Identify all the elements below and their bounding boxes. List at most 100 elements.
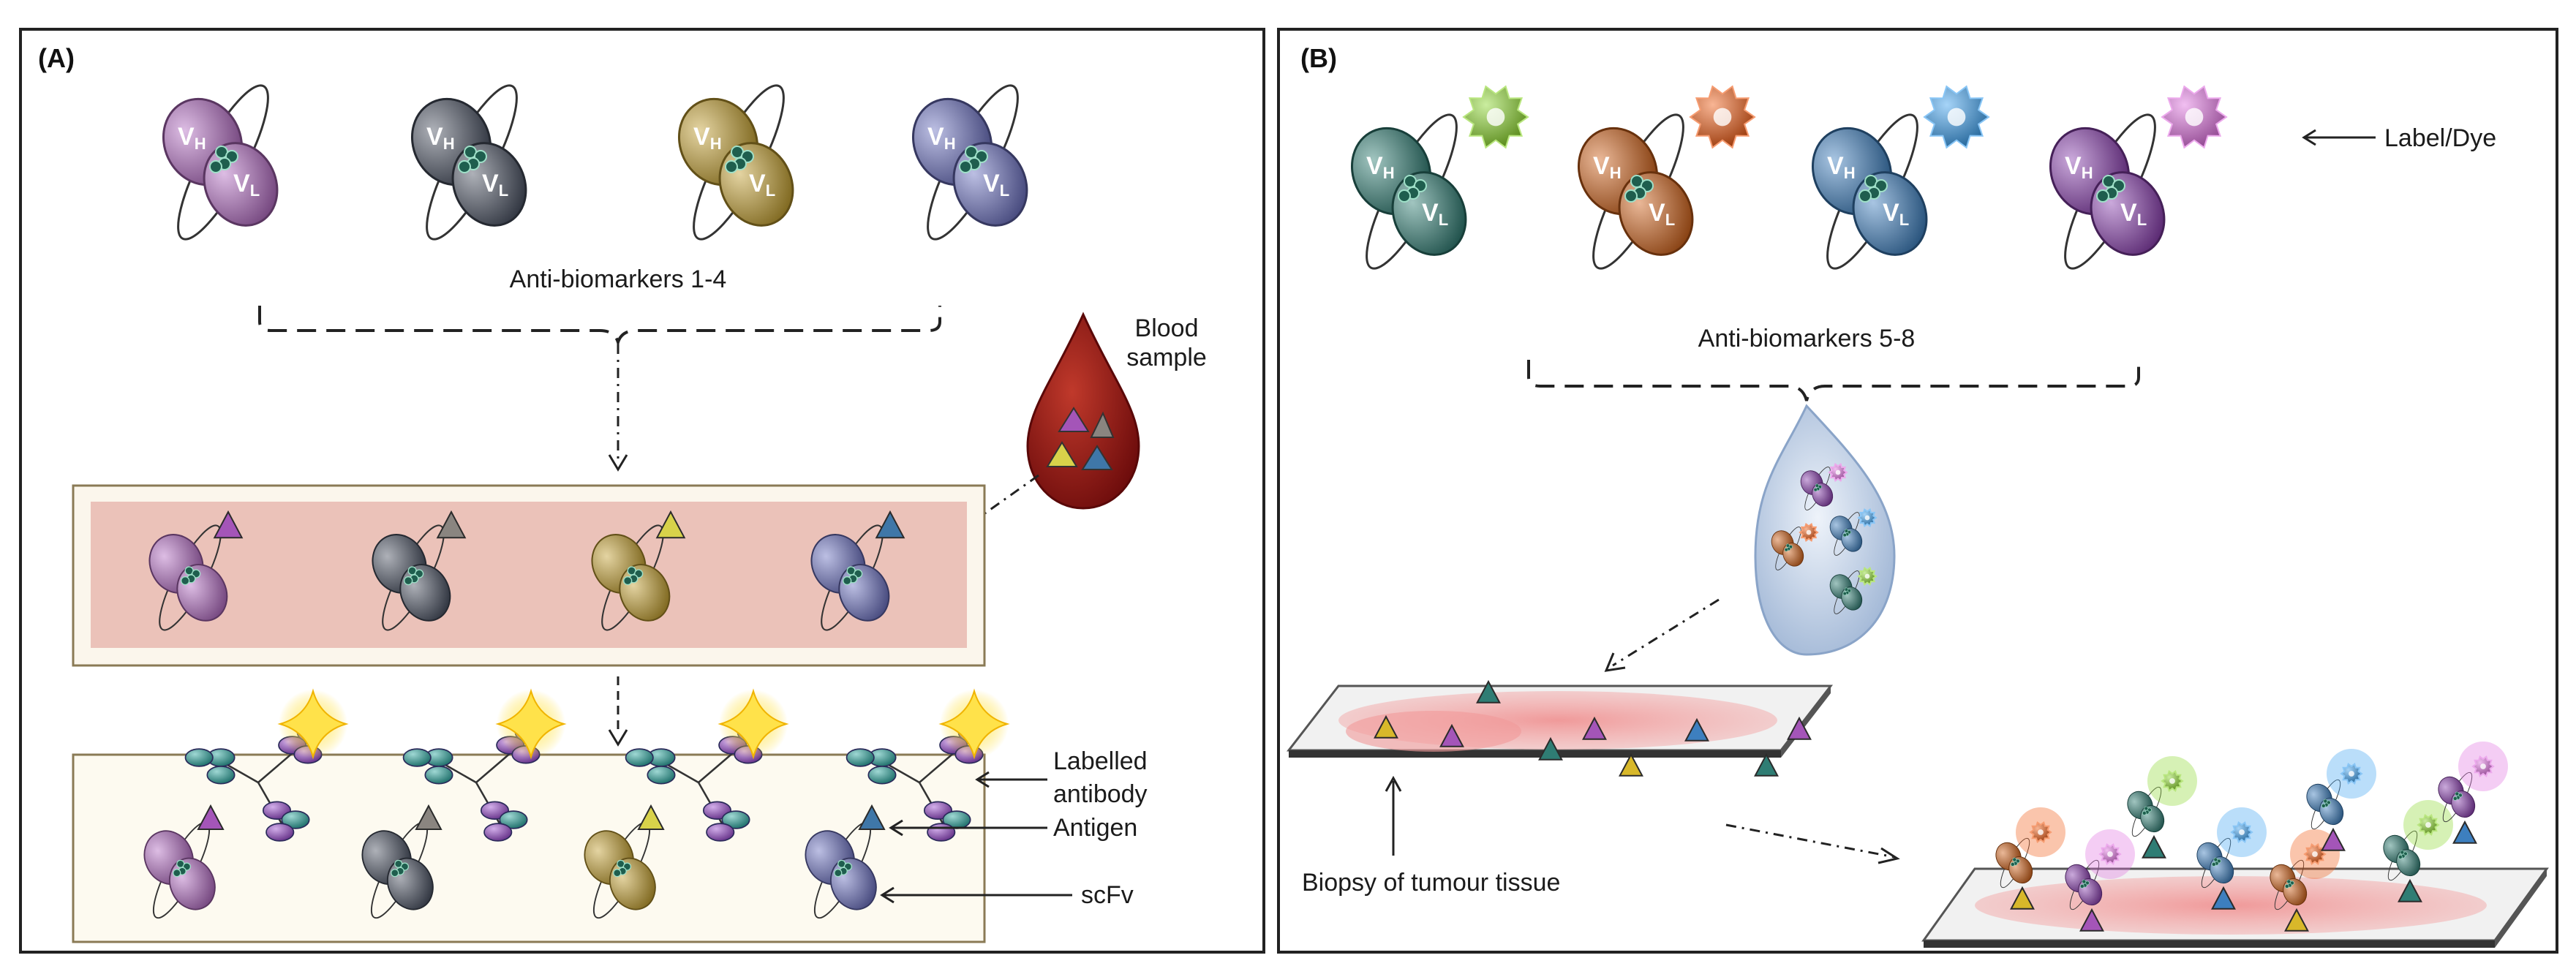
panel-b-letter: (B) — [1300, 43, 1337, 73]
labelled-scfv-7: VH VL — [1811, 113, 1928, 270]
slide-antigen-8 — [2452, 820, 2477, 844]
drop-dye-1 — [1828, 462, 1848, 483]
slide-scfv-6 — [2306, 779, 2344, 830]
panel-b-group-label: Anti-biomarkers 5-8 — [1698, 325, 1916, 352]
slide-scfv-4 — [2196, 837, 2234, 889]
signal-sparkle-4 — [938, 688, 1010, 760]
stained-slide-contents — [1995, 742, 2508, 932]
scfv-arrowhead — [880, 886, 895, 904]
tissue-antigen-1 — [1374, 714, 1398, 739]
tissue-antigen-2 — [1476, 679, 1501, 703]
captured-antigen-2 — [436, 510, 467, 539]
capture-scfv-1 — [148, 524, 228, 631]
capture-scfv-4 — [810, 524, 890, 631]
slide-antigen-7 — [2398, 878, 2422, 902]
tissue-antigen-3 — [1439, 723, 1464, 747]
panel-a-flow-arrowhead-1 — [608, 454, 628, 472]
drop-dye-4 — [1857, 566, 1878, 586]
slide-scfv-3 — [2127, 786, 2165, 837]
antigen-label: Antigen — [1053, 814, 1137, 842]
panel-a-bracket — [258, 306, 941, 347]
slide-dye-7 — [2417, 814, 2440, 836]
bound-scfv-1 — [143, 821, 216, 919]
dye-burst-7 — [1923, 85, 1990, 149]
scfv-label: scFv — [1081, 881, 1134, 909]
biopsy-callout-arrowhead — [1385, 775, 1402, 792]
tissue-antigen-9 — [1787, 716, 1812, 740]
tissue-antigen-6 — [1619, 752, 1643, 777]
dye-arrowhead — [2302, 129, 2316, 146]
vl-symbol: VL — [1883, 199, 1909, 229]
reagent-drop-contents — [1771, 462, 1878, 614]
slide-antigen-6 — [2321, 827, 2346, 851]
drop-scfv-4 — [1829, 570, 1863, 614]
tissue-antigen-7 — [1684, 717, 1709, 742]
drop-dye-2 — [1857, 508, 1878, 528]
panel-a-flow-arrowhead-2 — [608, 729, 628, 747]
slide-scfv-7 — [2383, 830, 2421, 881]
tissue-antigen-5 — [1582, 716, 1607, 740]
bound-antigen-4 — [858, 804, 886, 830]
biopsy-slide — [1286, 684, 1834, 758]
blood-label-line1: Blood — [1135, 314, 1199, 342]
slide-antigen-4 — [2211, 886, 2236, 910]
vh-symbol: VH — [178, 123, 206, 153]
blood-label-line2: sample — [1126, 344, 1207, 371]
panel-a-group-label: Anti-biomarkers 1-4 — [510, 265, 727, 293]
panel-a-capture-row — [148, 510, 905, 631]
labelled-antibody-label-line1: Labelled — [1053, 747, 1148, 775]
panel-a-detection-row — [143, 688, 1010, 919]
bound-antigen-3 — [637, 804, 665, 830]
labelled-antibody-label-line2: antibody — [1053, 780, 1148, 808]
slide-dye-3 — [2161, 770, 2184, 792]
labelled-antibody-arrowhead — [975, 771, 990, 788]
antigen-arrowhead — [889, 819, 903, 837]
capture-scfv-2 — [372, 524, 451, 631]
slide-dye-1 — [2029, 821, 2052, 843]
dye-burst-5 — [1462, 85, 1529, 149]
slide-to-slide-arrow — [1725, 823, 1895, 859]
slide-scfv-1 — [1995, 837, 2033, 889]
vh-symbol: VH — [1366, 152, 1395, 182]
slide-scfv-8 — [2438, 772, 2476, 823]
vh-symbol: VH — [1827, 152, 1856, 182]
captured-antigen-4 — [875, 510, 905, 539]
signal-sparkle-1 — [277, 688, 349, 760]
vh-symbol: VH — [927, 123, 956, 153]
dye-burst-8 — [2161, 85, 2228, 149]
vl-symbol: VL — [749, 170, 775, 200]
biopsy-label: Biopsy of tumour tissue — [1302, 869, 1560, 897]
bound-scfv-2 — [361, 821, 434, 919]
panel-a-letter: (A) — [38, 43, 75, 73]
captured-antigen-1 — [213, 510, 244, 539]
drop-to-slide-arrowhead — [1604, 652, 1626, 672]
slide-scfv-2 — [2065, 859, 2103, 910]
slide-antigen-2 — [2079, 908, 2104, 932]
signal-sparkle-3 — [718, 688, 789, 760]
captured-antigen-3 — [655, 510, 686, 539]
slide-dye-6 — [2340, 763, 2363, 785]
slide-scfv-5 — [2270, 859, 2308, 910]
slide-dye-4 — [2230, 821, 2253, 843]
panel-a-frame — [19, 28, 1265, 954]
vl-symbol: VL — [482, 170, 508, 200]
slide-dye-8 — [2471, 755, 2495, 777]
capture-scfv-3 — [591, 524, 671, 631]
slide-antigen-3 — [2142, 834, 2166, 859]
dye-label: Label/Dye — [2384, 124, 2496, 152]
panel-b-bracket — [1527, 360, 2140, 401]
bound-antigen-2 — [415, 804, 442, 830]
slide-antigen-5 — [2284, 908, 2309, 932]
blood-drop — [1026, 312, 1140, 510]
reagent-drop — [1754, 404, 1896, 656]
